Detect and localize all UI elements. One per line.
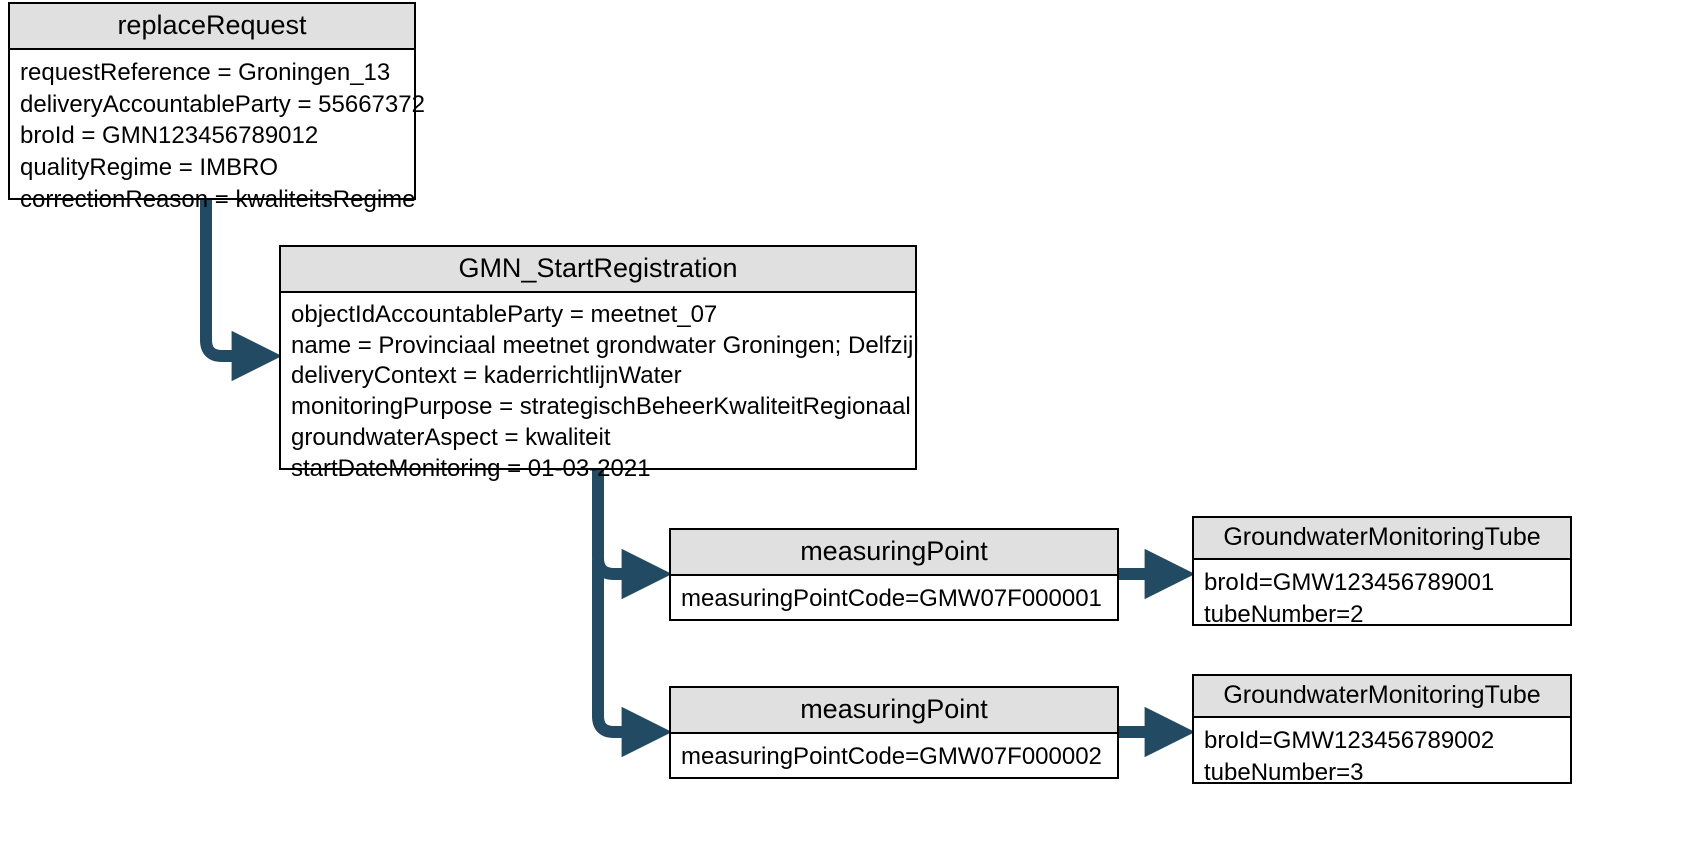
attribute-row: broId=GMW123456789001 xyxy=(1204,569,1495,596)
attribute-row: broId=GMW123456789002 xyxy=(1204,727,1495,754)
attribute-row: correctionReason = kwaliteitsRegime xyxy=(20,185,416,213)
attribute-row: requestReference = Groningen_13 xyxy=(20,59,391,86)
uml-box-body-measuring-point-2: measuringPointCode=GMW07F000002 xyxy=(671,734,1117,781)
attribute-row: qualityRegime = IMBRO xyxy=(20,154,279,182)
uml-box-header-measuring-point-2: measuringPoint xyxy=(671,688,1117,734)
uml-box-header-measuring-point-1: measuringPoint xyxy=(671,530,1117,576)
uml-box-body-groundwater-monitoring-tube-1: broId=GMW123456789001 tubeNumber=2 xyxy=(1194,560,1570,638)
uml-box-body-gmn-start-registration: objectIdAccountableParty = meetnet_07 na… xyxy=(281,293,919,492)
uml-box-body-groundwater-monitoring-tube-2: broId=GMW123456789002 tubeNumber=3 xyxy=(1194,718,1570,796)
uml-box-groundwater-monitoring-tube-1[interactable]: GroundwaterMonitoringTube broId=GMW12345… xyxy=(1192,516,1572,628)
attribute-row: monitoringPurpose = strategischBeheerKwa… xyxy=(291,393,911,421)
attribute-row: startDateMonitoring = 01-03-2021 xyxy=(291,454,651,482)
uml-box-groundwater-monitoring-tube-2[interactable]: GroundwaterMonitoringTube broId=GMW12345… xyxy=(1192,674,1572,786)
attribute-row: measuringPointCode=GMW07F000001 xyxy=(681,585,1102,612)
uml-box-measuring-point-1[interactable]: measuringPoint measuringPointCode=GMW07F… xyxy=(669,528,1119,621)
attribute-row: broId = GMN123456789012 xyxy=(20,122,319,150)
attribute-row: name = Provinciaal meetnet grondwater Gr… xyxy=(291,331,919,359)
uml-box-measuring-point-2[interactable]: measuringPoint measuringPointCode=GMW07F… xyxy=(669,686,1119,779)
connector-gmnstartregistration-to-measuringpoint-2 xyxy=(592,560,672,758)
attribute-row: objectIdAccountableParty = meetnet_07 xyxy=(291,301,718,328)
attribute-row: tubeNumber=3 xyxy=(1204,758,1364,786)
uml-box-header-groundwater-monitoring-tube-1: GroundwaterMonitoringTube xyxy=(1194,518,1570,560)
uml-box-replace-request[interactable]: replaceRequest requestReference = Gronin… xyxy=(8,2,425,213)
uml-box-header-gmn-start-registration: GMN_StartRegistration xyxy=(281,247,915,293)
uml-box-body-replace-request: requestReference = Groningen_13 delivery… xyxy=(10,50,425,223)
attribute-row: groundwaterAspect = kwaliteit xyxy=(291,423,611,451)
uml-box-header-groundwater-monitoring-tube-2: GroundwaterMonitoringTube xyxy=(1194,676,1570,718)
attribute-row: deliveryAccountableParty = 55667372 xyxy=(20,90,425,118)
uml-box-gmn-start-registration[interactable]: GMN_StartRegistration objectIdAccountabl… xyxy=(279,245,919,482)
uml-box-body-measuring-point-1: measuringPointCode=GMW07F000001 xyxy=(671,576,1117,623)
uml-box-header-replace-request: replaceRequest xyxy=(10,4,414,50)
attribute-row: tubeNumber=2 xyxy=(1204,600,1364,628)
connector-replacerequest-to-gmnstartregistration xyxy=(200,200,282,382)
attribute-row: measuringPointCode=GMW07F000002 xyxy=(681,743,1102,770)
attribute-row: deliveryContext = kaderrichtlijnWater xyxy=(291,362,682,390)
